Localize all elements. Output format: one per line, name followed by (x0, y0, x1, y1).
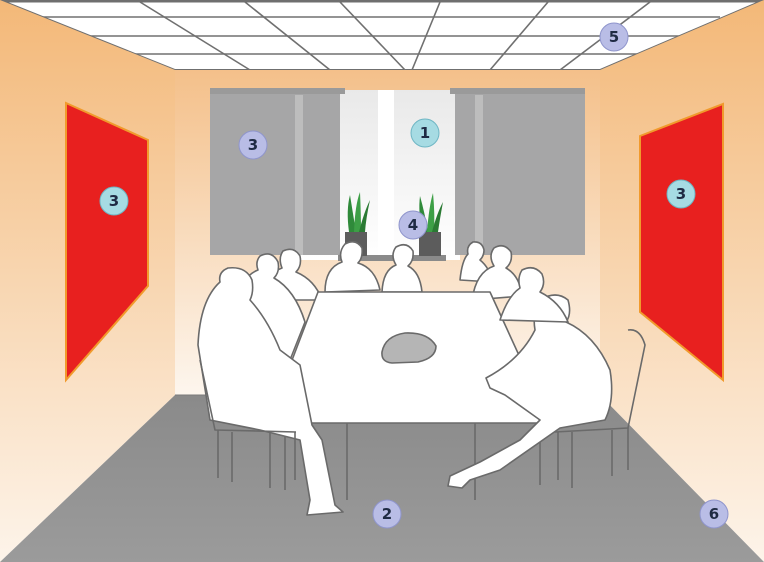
marker-2: 2 (373, 500, 401, 528)
marker-4: 4 (399, 211, 427, 239)
marker-3-right-panel: 3 (667, 180, 695, 208)
marker-3-back-wall: 3 (239, 131, 267, 159)
marker-3-left-panel-label: 3 (109, 192, 119, 210)
marker-6-label: 6 (709, 505, 719, 523)
marker-2-label: 2 (382, 505, 392, 523)
marker-5: 5 (600, 23, 628, 51)
marker-4-label: 4 (408, 216, 418, 234)
marker-1-label: 1 (420, 124, 430, 142)
curtain-left (210, 88, 345, 255)
marker-1: 1 (411, 119, 439, 147)
marker-3-left-panel: 3 (100, 187, 128, 215)
marker-3-right-panel-label: 3 (676, 185, 686, 203)
curtain-right (450, 88, 585, 255)
marker-5-label: 5 (609, 28, 619, 46)
marker-6: 6 (700, 500, 728, 528)
marker-3-back-wall-label: 3 (248, 136, 258, 154)
